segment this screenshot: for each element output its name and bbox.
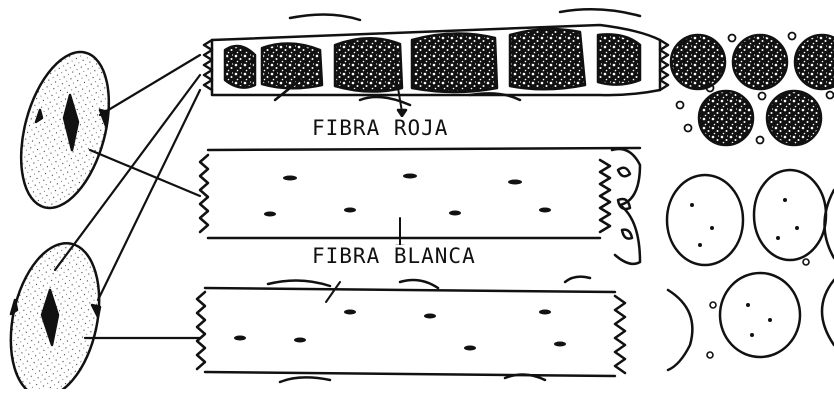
white-fiber-bottom (197, 277, 625, 382)
red-fiber-cross-section (671, 33, 834, 146)
muscle-section-lower (0, 235, 112, 389)
white-fiber-cross-section (667, 170, 834, 370)
red-fiber (204, 9, 668, 116)
muscle-section-upper (6, 42, 125, 217)
white-fiber-label: FIBRA BLANCA (310, 245, 478, 267)
red-fiber-label: FIBRA ROJA (310, 117, 450, 139)
